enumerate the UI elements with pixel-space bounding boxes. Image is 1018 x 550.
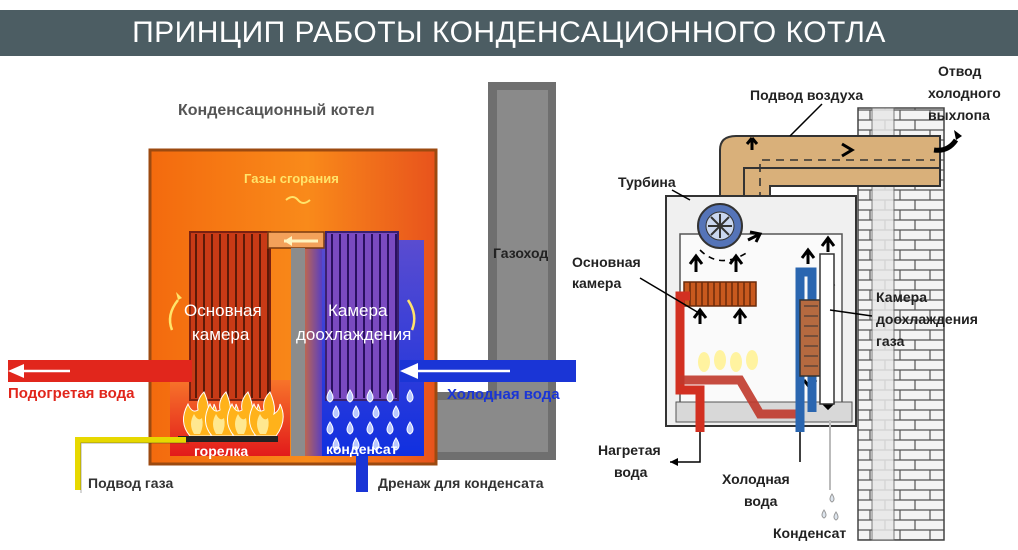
air-duct: [719, 130, 962, 210]
heated-water-pipe: [8, 360, 192, 382]
condensate-drain-pipe: [356, 456, 368, 492]
page-title: ПРИНЦИП РАБОТЫ КОНДЕНСАЦИОННОГО КОТЛА: [0, 10, 1018, 56]
cooling-chamber-tubes: [325, 231, 399, 401]
main-chamber-label-2: камера: [192, 325, 250, 344]
flue-duct: [428, 82, 556, 460]
condensate-drop: [372, 437, 380, 451]
condensate-drop: [346, 421, 354, 435]
condensate-drop: [326, 389, 334, 403]
flame-core: [213, 414, 225, 434]
condensate-drop: [366, 421, 374, 435]
cooling-chamber-label-2: доохлаждения: [296, 325, 411, 344]
flame-core: [191, 414, 203, 434]
cold-water-label: Холодная вода: [447, 386, 560, 403]
main-chamber-label-1: Основная: [184, 301, 262, 320]
heated-water-label: Подогретая вода: [8, 385, 135, 402]
condensate-drop: [366, 389, 374, 403]
burner-label: горелка: [194, 443, 248, 459]
right-heated-water-label-2: вода: [614, 464, 648, 480]
burner-flames: [178, 391, 284, 442]
boiler-title: Конденсационный котел: [178, 102, 375, 119]
condensate-drop: [392, 437, 400, 451]
secondary-heat-exchanger: [799, 299, 823, 377]
turbine-label: Турбина: [618, 174, 676, 190]
condensate-drop: [392, 405, 400, 419]
exhaust-label-2: холодного: [928, 85, 1001, 101]
condensate-drop: [386, 421, 394, 435]
air-intake-label: Подвод воздуха: [750, 87, 863, 103]
right-cooling-chamber-label-2: доохлаждения: [876, 311, 978, 327]
flue-gases-label: Газы сгорания: [244, 171, 339, 186]
turbine-fan: [697, 203, 743, 249]
cold-water-pipe: [400, 360, 576, 382]
right-condensate-label: Конденсат: [773, 525, 846, 541]
right-heated-water-label-1: Нагретая: [598, 442, 661, 458]
condensate-drop: [352, 405, 360, 419]
flame-core: [257, 414, 269, 434]
burner-flames-small: [698, 350, 758, 372]
condensate-drop: [326, 421, 334, 435]
right-cooling-chamber-label-3: газа: [876, 333, 905, 349]
right-cooling-chamber-label-1: Камера: [876, 289, 927, 305]
condensate-drop: [372, 405, 380, 419]
condensate-drop: [332, 405, 340, 419]
right-main-chamber-label-2: камера: [572, 275, 621, 291]
condensate-drop: [406, 421, 414, 435]
condensate-drop: [386, 389, 394, 403]
condensate-drop: [406, 389, 414, 403]
condensate-drop: [332, 437, 340, 451]
flue-label: Газоход: [493, 245, 548, 261]
exhaust-label-1: Отвод: [938, 63, 982, 79]
right-main-chamber-label-1: Основная: [572, 254, 641, 270]
condensate-label: конденсат: [326, 441, 398, 457]
condensate-drops: [326, 389, 414, 451]
condensate-drop: [346, 389, 354, 403]
gas-supply-label: Подвод газа: [88, 475, 173, 491]
exhaust-label-3: выхлопа: [928, 107, 990, 123]
drain-label: Дренаж для конденсата: [378, 475, 544, 491]
hot-water-circuit: [675, 291, 705, 432]
right-cold-water-label-2: вода: [744, 493, 778, 509]
right-condensate-drops: [821, 493, 839, 521]
main-chamber-tubes: [189, 231, 271, 401]
cooling-chamber-label-1: Камера: [328, 301, 388, 320]
flame-core: [235, 414, 247, 434]
condensate-drop: [352, 437, 360, 451]
gas-supply-pipe: [75, 437, 186, 490]
right-cold-water-label-1: Холодная: [722, 471, 790, 487]
